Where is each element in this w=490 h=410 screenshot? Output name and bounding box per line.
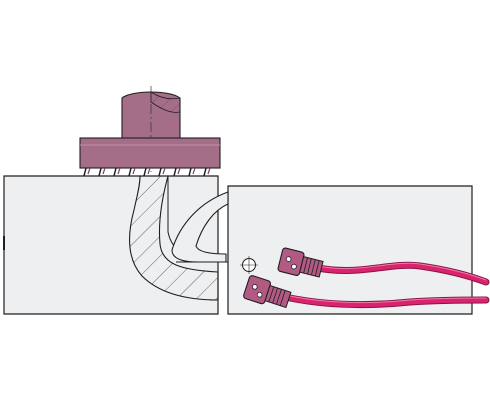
hatched-section-icon (129, 175, 219, 301)
reference-hole-icon (240, 256, 258, 274)
hose-connector-upper-icon (277, 247, 324, 278)
workpiece-right-icon (171, 185, 473, 315)
hose-upper-icon (314, 261, 490, 286)
hose-connector-lower-icon (243, 275, 292, 309)
spindle-icon (121, 86, 181, 172)
cutter-head-icon (79, 137, 221, 177)
hose-lower-icon (286, 294, 490, 309)
